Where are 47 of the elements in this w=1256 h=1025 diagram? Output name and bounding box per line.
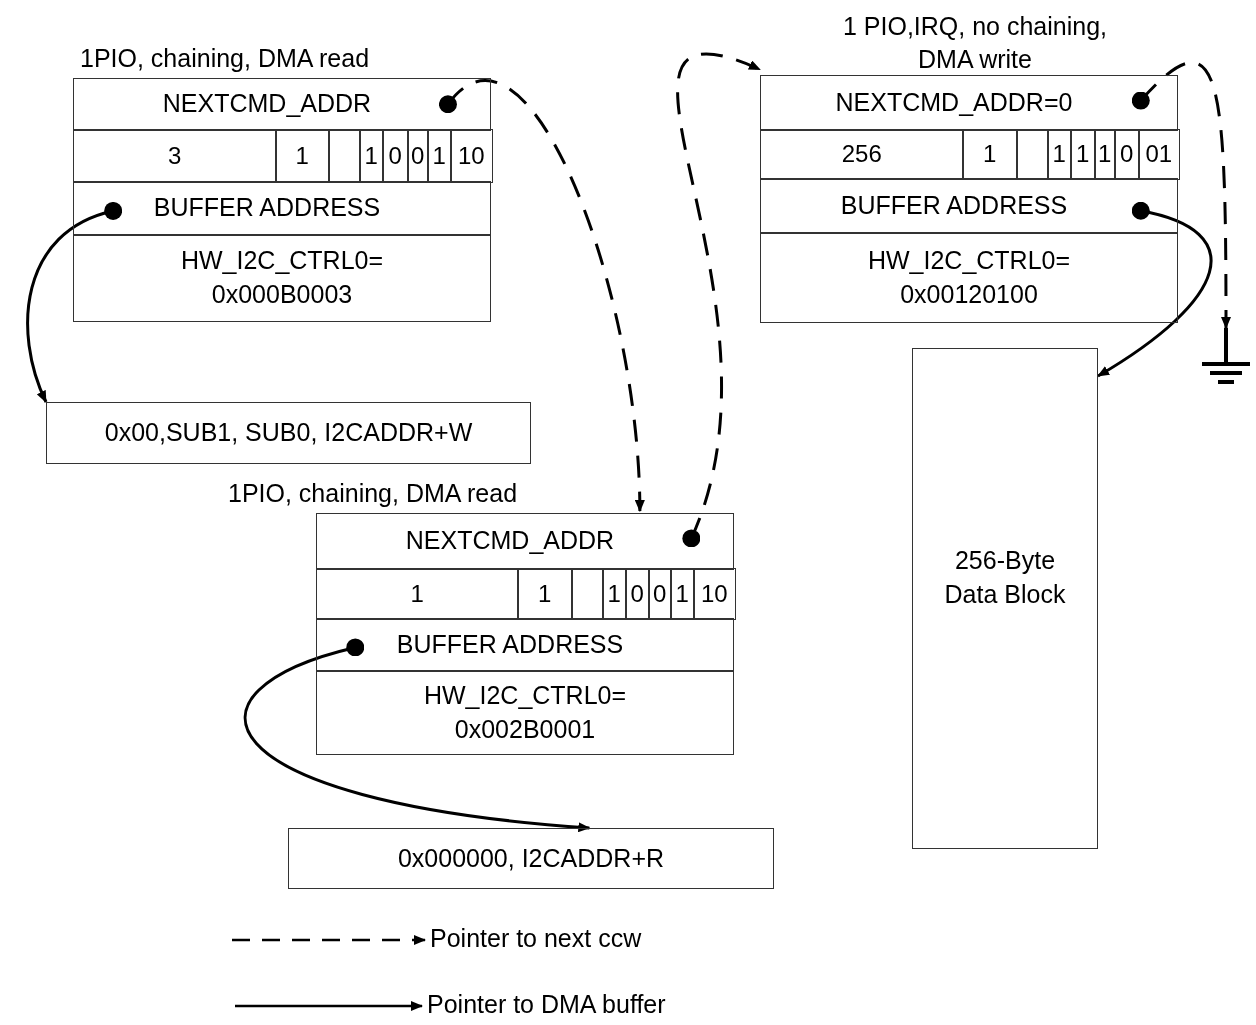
field-cell: 0 [407, 129, 429, 183]
field-cell: 1 [316, 568, 519, 620]
field-cell: 1 [962, 129, 1018, 180]
pointer-field: BUFFER ADDRESS [316, 618, 734, 672]
field-cell: 1 [1094, 129, 1116, 180]
field-cell: 1 [359, 129, 384, 183]
field-cell: 3 [73, 129, 277, 183]
pointer-field: NEXTCMD_ADDR=0 [760, 75, 1178, 131]
field-cell: 0 [648, 568, 672, 620]
arrow [1097, 201, 1213, 378]
empty-field-cell [328, 129, 361, 183]
pointer-field: NEXTCMD_ADDR [73, 78, 491, 131]
field-cell: 1 [1070, 129, 1096, 180]
data-buffer-box: 256-Byte Data Block [912, 348, 1098, 849]
block-heading: 1 PIO,IRQ, no chaining, DMA write [842, 11, 1108, 75]
field-cell: 1 [427, 129, 452, 183]
field-cell: 0 [1114, 129, 1140, 180]
field-cell: 1 [602, 568, 627, 620]
legend-label: Pointer to DMA buffer [427, 990, 666, 1019]
field-cell: 1 [670, 568, 695, 620]
block-heading: 1PIO, chaining, DMA read [80, 43, 371, 74]
dashed-arrow [1131, 61, 1231, 329]
pointer-field: NEXTCMD_ADDR [316, 513, 734, 570]
data-buffer-box: 0x00,SUB1, SUB0, I2CADDR+W [46, 402, 531, 464]
field-cell: 10 [693, 568, 736, 620]
field-cell: 1 [275, 129, 330, 183]
data-buffer-box: 0x000000, I2CADDR+R [288, 828, 774, 889]
pointer-field: BUFFER ADDRESS [760, 178, 1178, 234]
field-cell: 10 [450, 129, 493, 183]
arrow [244, 638, 591, 832]
field-cell: 0 [625, 568, 650, 620]
field-cell: 1 [517, 568, 573, 620]
legend-label: Pointer to next ccw [430, 924, 642, 953]
field-cell: 0 [382, 129, 409, 183]
empty-field-cell [1016, 129, 1049, 180]
register-field: HW_I2C_CTRL0= 0x000B0003 [73, 234, 491, 322]
arrow [26, 202, 123, 403]
block-heading: 1PIO, chaining, DMA read [228, 478, 519, 509]
register-field: HW_I2C_CTRL0= 0x00120100 [760, 232, 1178, 323]
dashed-arrow [438, 79, 645, 513]
field-cell: 01 [1138, 129, 1180, 180]
field-cell: 1 [1047, 129, 1072, 180]
register-field: HW_I2C_CTRL0= 0x002B0001 [316, 670, 734, 755]
dashed-arrow [676, 53, 761, 548]
field-cell: 256 [760, 129, 964, 180]
pointer-field: BUFFER ADDRESS [73, 181, 491, 236]
empty-field-cell [571, 568, 604, 620]
